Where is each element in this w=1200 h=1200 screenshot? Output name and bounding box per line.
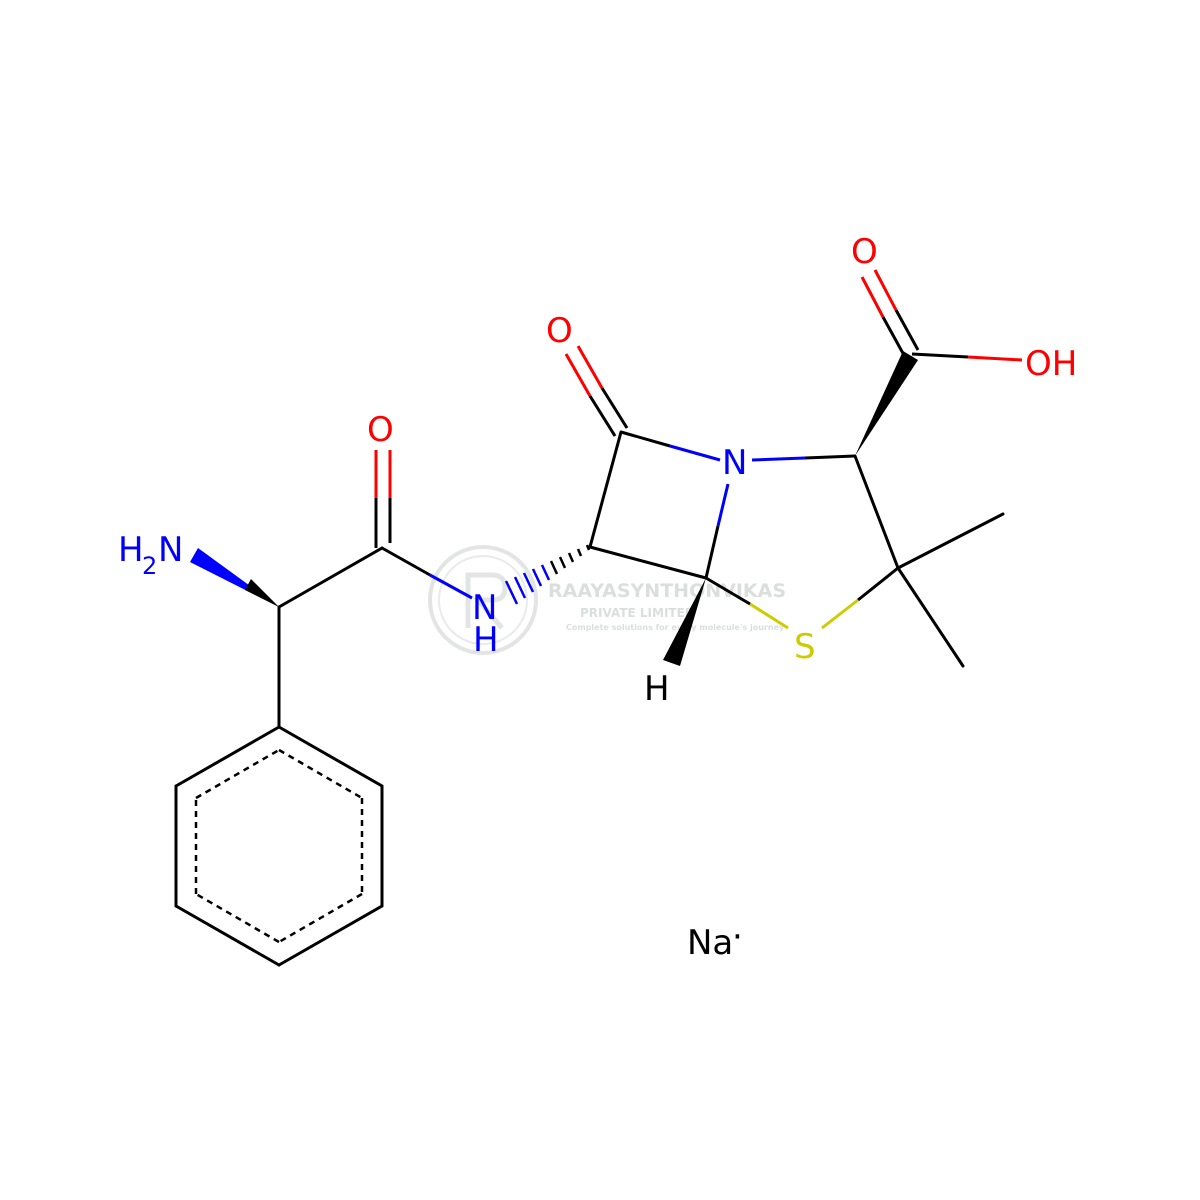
hash-wedge-c6-n xyxy=(504,544,591,605)
wedge-c3-cooh xyxy=(855,351,918,456)
sodium-radical-dot: · xyxy=(732,917,743,957)
atom-ring-s: S xyxy=(794,627,816,667)
atom-ring-n: N xyxy=(722,443,747,483)
atom-amide-carbonyl-o: O xyxy=(367,410,394,450)
bond-methyl-1 xyxy=(896,512,1005,570)
bond-acid-co-double xyxy=(860,269,920,358)
atom-acid-carbonyl-o: O xyxy=(851,232,878,272)
bond-carbonyl-amide-n xyxy=(381,546,473,600)
bond-acid-c-oh xyxy=(911,352,1023,362)
bond-methyl-2 xyxy=(896,566,965,668)
watermark-line2: PRIVATE LIMITED xyxy=(580,606,695,620)
atom-acid-oh: OH xyxy=(1025,344,1077,384)
bond-amide-co-double xyxy=(374,450,392,548)
thiazolidine-ring xyxy=(705,454,900,630)
atom-lactam-o: O xyxy=(546,311,573,351)
watermark-company: RAAYASYNTHONVIKAS xyxy=(548,580,786,602)
bond-calpha-carbonyl xyxy=(277,546,384,609)
watermark: RAAYASYNTHONVIKAS PRIVATE LIMITED Comple… xyxy=(428,545,786,655)
phenyl-ring xyxy=(174,725,384,967)
atom-stereo-h: H xyxy=(644,669,670,709)
atom-amine-h: H xyxy=(118,530,144,570)
atom-amide-h: H xyxy=(473,620,499,660)
atom-amine-subscript: 2 xyxy=(142,552,157,580)
atom-amide-n: N xyxy=(472,588,497,628)
wedge-c5-h xyxy=(663,578,706,666)
atom-sodium: Na xyxy=(687,923,733,963)
leaf-r-logo-icon xyxy=(428,545,538,655)
bond-lactam-co-double xyxy=(564,345,629,437)
watermark-tagline: Complete solutions for every molecule's … xyxy=(566,623,785,632)
atom-amine-n: N xyxy=(158,530,183,570)
beta-lactam-ring xyxy=(588,430,730,580)
